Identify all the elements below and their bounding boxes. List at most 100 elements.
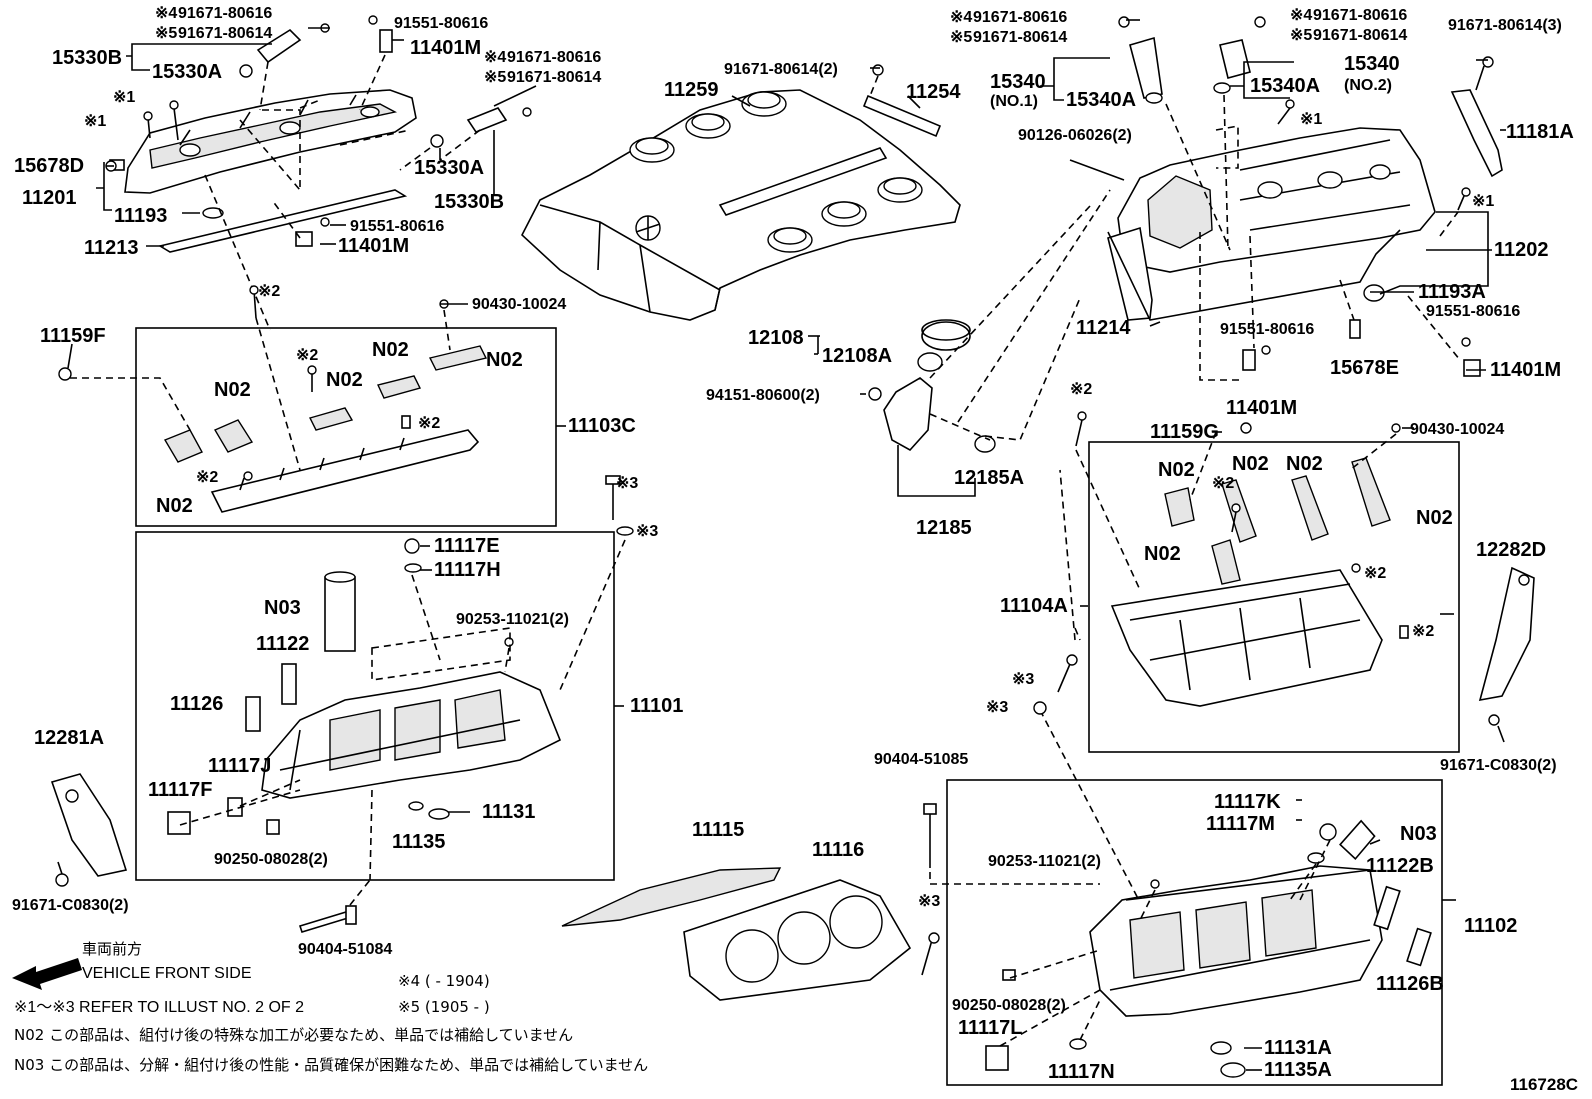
label-11201: 11201 xyxy=(22,187,77,209)
gasket-11213 xyxy=(157,189,408,253)
label-11159F: 11159F xyxy=(40,325,106,347)
mark-1-b: ※1 xyxy=(84,113,106,130)
label-11117J: 11117J xyxy=(208,755,271,777)
camshaft-housing-11104A xyxy=(1075,411,1409,707)
label-15340-1: 15340 xyxy=(990,71,1046,93)
label-15678E: 15678E xyxy=(1330,357,1399,379)
label-11115: 11115 xyxy=(692,819,744,841)
label-12281A: 12281A xyxy=(34,727,104,749)
legend-note4: ※4 ( - 1904) xyxy=(398,972,490,990)
label-90253-11021-l: 90253-11021(2) xyxy=(456,611,569,628)
sensor-11401M-top xyxy=(379,29,393,53)
label-15340A-1: 15340A xyxy=(1066,89,1136,111)
label-11117L: 11117L xyxy=(958,1017,1023,1039)
label-90126-06026: 90126-06026(2) xyxy=(1018,127,1132,144)
mark-2-d: ※2 xyxy=(196,469,218,486)
mark-5-r2: ※5 xyxy=(1290,27,1312,44)
label-11193A: 11193A xyxy=(1418,281,1486,303)
label-15330A: 15330A xyxy=(152,61,222,83)
label-91671-80614-2: 91671-80614(2) xyxy=(724,61,838,78)
label-91671-80614-3: 91671-80614(3) xyxy=(1448,17,1562,34)
oring-15330A-r xyxy=(430,134,444,148)
cylinder-head-cover-rh xyxy=(109,89,417,194)
mark-2-b: ※2 xyxy=(296,347,318,364)
legend: 車両前方 VEHICLE FRONT SIDE ※4 ( - 1904) ※1～… xyxy=(12,940,1578,1094)
bolts-left-top xyxy=(105,15,532,227)
mark-4-r1: ※4 xyxy=(950,9,972,26)
bolt-91671-C0830-l xyxy=(55,873,69,887)
label-91671-80614-r1: 91671-80614 xyxy=(973,29,1067,46)
label-90404-51084: 90404-51084 xyxy=(298,941,392,958)
label-11117M: 11117M xyxy=(1206,813,1275,835)
label-91671-80614-m: 91671-80614 xyxy=(507,69,601,86)
label-11126: 11126 xyxy=(170,693,223,715)
label-11101: 11101 xyxy=(630,695,683,717)
label-11214: 11214 xyxy=(1076,317,1131,339)
sensor-11401M-r xyxy=(1463,359,1481,377)
label-11401M-t: 11401M xyxy=(410,37,481,59)
label-11193: 11193 xyxy=(114,205,167,227)
label-N03-l: N03 xyxy=(264,597,301,619)
label-N02-e: N02 xyxy=(156,495,193,517)
mark-4-m: ※4 xyxy=(484,49,506,66)
label-N02-r2: N02 xyxy=(1232,453,1269,475)
mark-2-r1: ※2 xyxy=(1070,381,1092,398)
label-11254: 11254 xyxy=(906,81,961,103)
label-12108: 12108 xyxy=(748,327,804,349)
legend-front-jp: 車両前方 xyxy=(82,940,142,958)
label-91551-80616-b: 91551-80616 xyxy=(350,218,444,235)
label-N03-r: N03 xyxy=(1400,823,1437,845)
illustration-number: 116728C xyxy=(1510,1075,1578,1094)
arrow-front-icon xyxy=(12,958,82,990)
label-15340A-2: 15340A xyxy=(1250,75,1320,97)
label-N02-r1: N02 xyxy=(1158,459,1195,481)
bracket-11254 xyxy=(862,94,942,138)
label-11117K: 11117K xyxy=(1214,791,1281,813)
mark-5-m: ※5 xyxy=(484,69,506,86)
label-11102: 11102 xyxy=(1464,915,1517,937)
label-11259: 11259 xyxy=(664,79,719,101)
label-12108A: 12108A xyxy=(822,345,892,367)
label-11122: 11122 xyxy=(256,633,309,655)
camshaft-housing-11103C xyxy=(58,285,488,513)
mark-2-a: ※2 xyxy=(258,283,280,300)
label-90250-08028-r: 90250-08028(2) xyxy=(952,997,1066,1014)
cylinder-head-cover-lh xyxy=(1107,127,1436,321)
label-11159G: 11159G xyxy=(1150,421,1219,443)
box-11103C xyxy=(135,327,557,527)
valve-15330B-top xyxy=(256,28,302,64)
box-11104A xyxy=(1088,441,1460,753)
mark-4-tl: ※4 xyxy=(155,5,177,22)
part-number-labels: 15330B 15330A ※4 91671-80616 ※5 91671-80… xyxy=(12,5,1574,1083)
label-11131: 11131 xyxy=(482,801,535,823)
gasket-11115 xyxy=(561,867,782,927)
label-11103C: 11103C xyxy=(568,415,636,437)
mark-1-r: ※1 xyxy=(1300,111,1322,128)
label-91671-80616-r1: 91671-80616 xyxy=(973,9,1067,26)
label-90253-11021-r: 90253-11021(2) xyxy=(988,853,1101,870)
label-11135: 11135 xyxy=(392,831,445,853)
mark-2-r2: ※2 xyxy=(1212,475,1234,492)
label-11117F: 11117F xyxy=(148,779,213,801)
label-91551-80616-t: 91551-80616 xyxy=(394,15,488,32)
label-11104A: 11104A xyxy=(1000,595,1068,617)
label-11401M-b: 11401M xyxy=(338,235,409,257)
label-91671-80614-r2: 91671-80614 xyxy=(1313,27,1407,44)
label-11213: 11213 xyxy=(84,237,139,259)
bolt-91671-C0830-r xyxy=(1488,714,1500,726)
label-90430-10024-t: 90430-10024 xyxy=(472,296,566,313)
label-90404-51085: 90404-51085 xyxy=(874,751,968,768)
label-11126B: 11126B xyxy=(1376,973,1444,995)
label-11181A: 11181A xyxy=(1506,121,1574,143)
sensor-11401M-rb xyxy=(1242,349,1256,371)
mark-1-a: ※1 xyxy=(113,89,135,106)
label-N02-a: N02 xyxy=(372,339,409,361)
bolt-90404-51084 xyxy=(298,905,357,933)
label-N02-r4: N02 xyxy=(1416,507,1453,529)
mark-5-tl: ※5 xyxy=(155,25,177,42)
label-11401M-r: 11401M xyxy=(1490,359,1561,381)
bracket-12281A xyxy=(50,773,128,877)
label-11202: 11202 xyxy=(1494,239,1549,261)
label-N02-b: N02 xyxy=(486,349,523,371)
